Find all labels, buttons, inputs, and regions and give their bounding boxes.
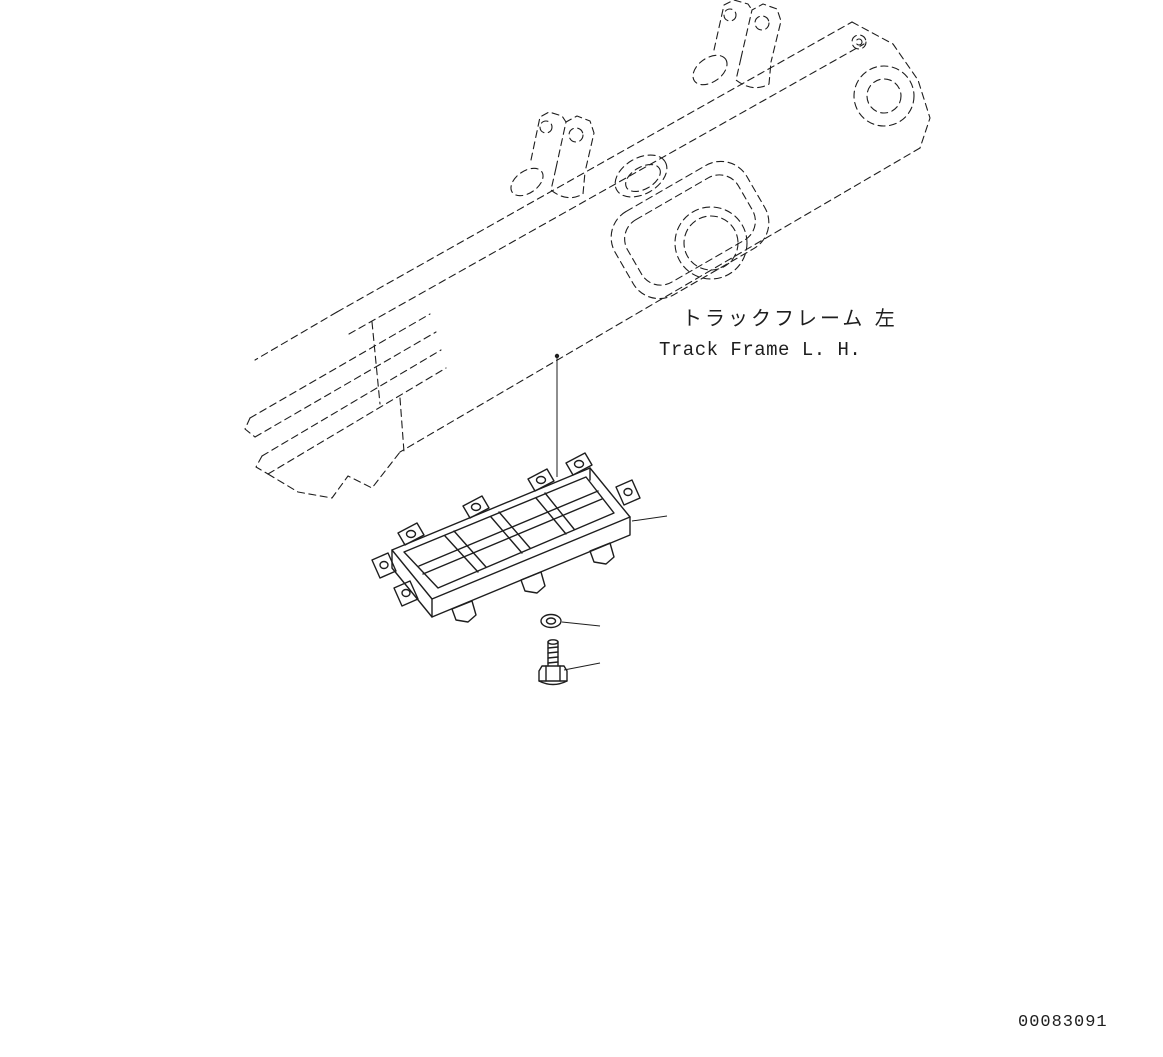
connector-dot xyxy=(554,353,560,359)
frame-surface-line xyxy=(348,43,865,335)
drawing-number: 00083091 xyxy=(1018,1013,1108,1032)
bolt-leader-line xyxy=(563,662,601,671)
idler-fork xyxy=(244,313,447,499)
mount-lug-pair-left xyxy=(510,111,595,199)
leader-lines xyxy=(554,353,668,671)
frame-left-edge xyxy=(254,311,338,361)
washer-leader-line xyxy=(561,621,601,627)
center-opening xyxy=(610,160,770,300)
guard-leader-line xyxy=(631,515,668,522)
frame-top-edge xyxy=(336,21,853,313)
mount-lug-pair-right xyxy=(692,0,782,89)
bolt xyxy=(538,639,568,686)
label-track-frame-jp: トラックフレーム 左 xyxy=(682,306,898,330)
track-roller-guard xyxy=(371,452,641,623)
end-bore xyxy=(851,34,915,127)
guard-bolt-tabs xyxy=(371,452,641,607)
track-frame-ghost xyxy=(244,0,931,499)
guard-rim-inner xyxy=(403,476,615,589)
upper-opening xyxy=(614,154,668,198)
frame-bottom-edge xyxy=(399,147,921,453)
guard-cross-ribs xyxy=(444,492,575,573)
guard-feet xyxy=(451,542,615,623)
frame-right-endcap xyxy=(851,21,931,149)
washer xyxy=(540,613,562,629)
label-track-frame-en: Track Frame L. H. xyxy=(659,339,861,361)
